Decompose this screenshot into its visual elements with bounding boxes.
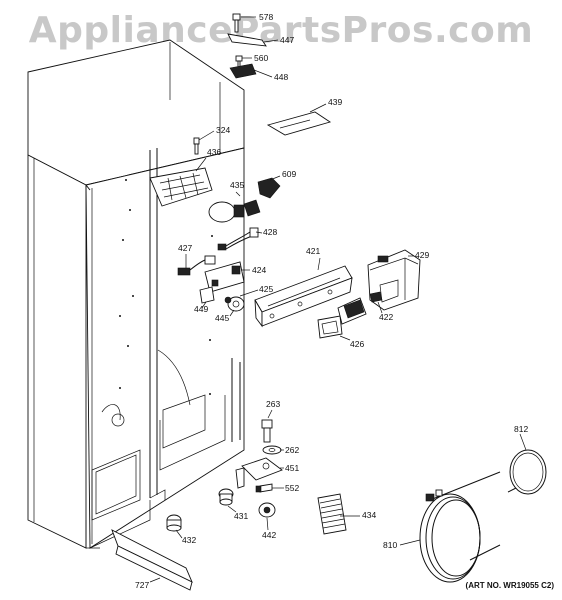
callout-552: 552 xyxy=(285,483,300,493)
callout-427: 427 xyxy=(178,243,193,253)
part-426-assembly xyxy=(317,297,367,339)
refrigerator-case xyxy=(27,39,245,549)
part-424-control xyxy=(204,261,245,293)
callout-442: 442 xyxy=(262,530,277,540)
callout-447: 447 xyxy=(280,35,295,45)
callout-439: 439 xyxy=(328,97,343,107)
part-812-ring xyxy=(507,449,547,495)
part-434-filter xyxy=(317,493,347,535)
callout-578: 578 xyxy=(259,12,274,22)
part-432-cap xyxy=(166,514,182,532)
part-445-knob xyxy=(227,296,245,312)
part-447-hinge xyxy=(227,33,267,47)
part-431-leg xyxy=(218,488,234,506)
callout-436: 436 xyxy=(207,147,222,157)
part-262-washer xyxy=(262,445,282,455)
callout-426: 426 xyxy=(350,339,365,349)
part-263-pin xyxy=(261,419,273,443)
callout-262: 262 xyxy=(285,445,300,455)
callout-421: 421 xyxy=(306,246,321,256)
part-422-clip xyxy=(369,291,383,303)
leader-lines xyxy=(149,16,527,583)
part-324-screw xyxy=(193,137,200,155)
callout-428: 428 xyxy=(263,227,278,237)
callout-560: 560 xyxy=(254,53,269,63)
callout-431: 431 xyxy=(234,511,249,521)
part-427-harness xyxy=(177,255,216,276)
callout-429: 429 xyxy=(415,250,430,260)
callout-425: 425 xyxy=(259,284,274,294)
part-436-light-housing xyxy=(149,167,213,207)
callout-812: 812 xyxy=(514,424,529,434)
watermark: AppliancePartsPros.com xyxy=(28,10,534,51)
art-number: (ART NO. WR19055 C2) xyxy=(465,581,554,590)
callout-422: 422 xyxy=(379,312,394,322)
callout-263: 263 xyxy=(266,399,281,409)
part-810-water-line xyxy=(419,471,501,583)
callout-609: 609 xyxy=(282,169,297,179)
callout-451: 451 xyxy=(285,463,300,473)
part-609-socket xyxy=(257,177,281,199)
callout-435: 435 xyxy=(230,180,245,190)
callout-449: 449 xyxy=(194,304,209,314)
part-552-screw xyxy=(255,483,273,493)
part-560-screw xyxy=(235,55,243,68)
part-425-knob xyxy=(224,296,232,304)
part-442-roller xyxy=(258,502,276,518)
callout-324: 324 xyxy=(216,125,231,135)
part-421-control-housing xyxy=(254,265,353,328)
callout-424: 424 xyxy=(252,265,267,275)
part-451-hinge xyxy=(235,457,283,489)
part-578-screw xyxy=(232,13,241,33)
callout-432: 432 xyxy=(182,535,197,545)
part-435-bulb xyxy=(208,199,261,223)
part-449-bracket xyxy=(199,286,215,304)
part-727-grille xyxy=(111,529,193,591)
callout-445: 445 xyxy=(215,313,230,323)
part-448-bracket xyxy=(229,63,257,79)
callout-810: 810 xyxy=(383,540,398,550)
callout-448: 448 xyxy=(274,72,289,82)
callout-727: 727 xyxy=(135,580,150,590)
part-439-light-shield xyxy=(266,111,332,136)
callout-434: 434 xyxy=(362,510,377,520)
